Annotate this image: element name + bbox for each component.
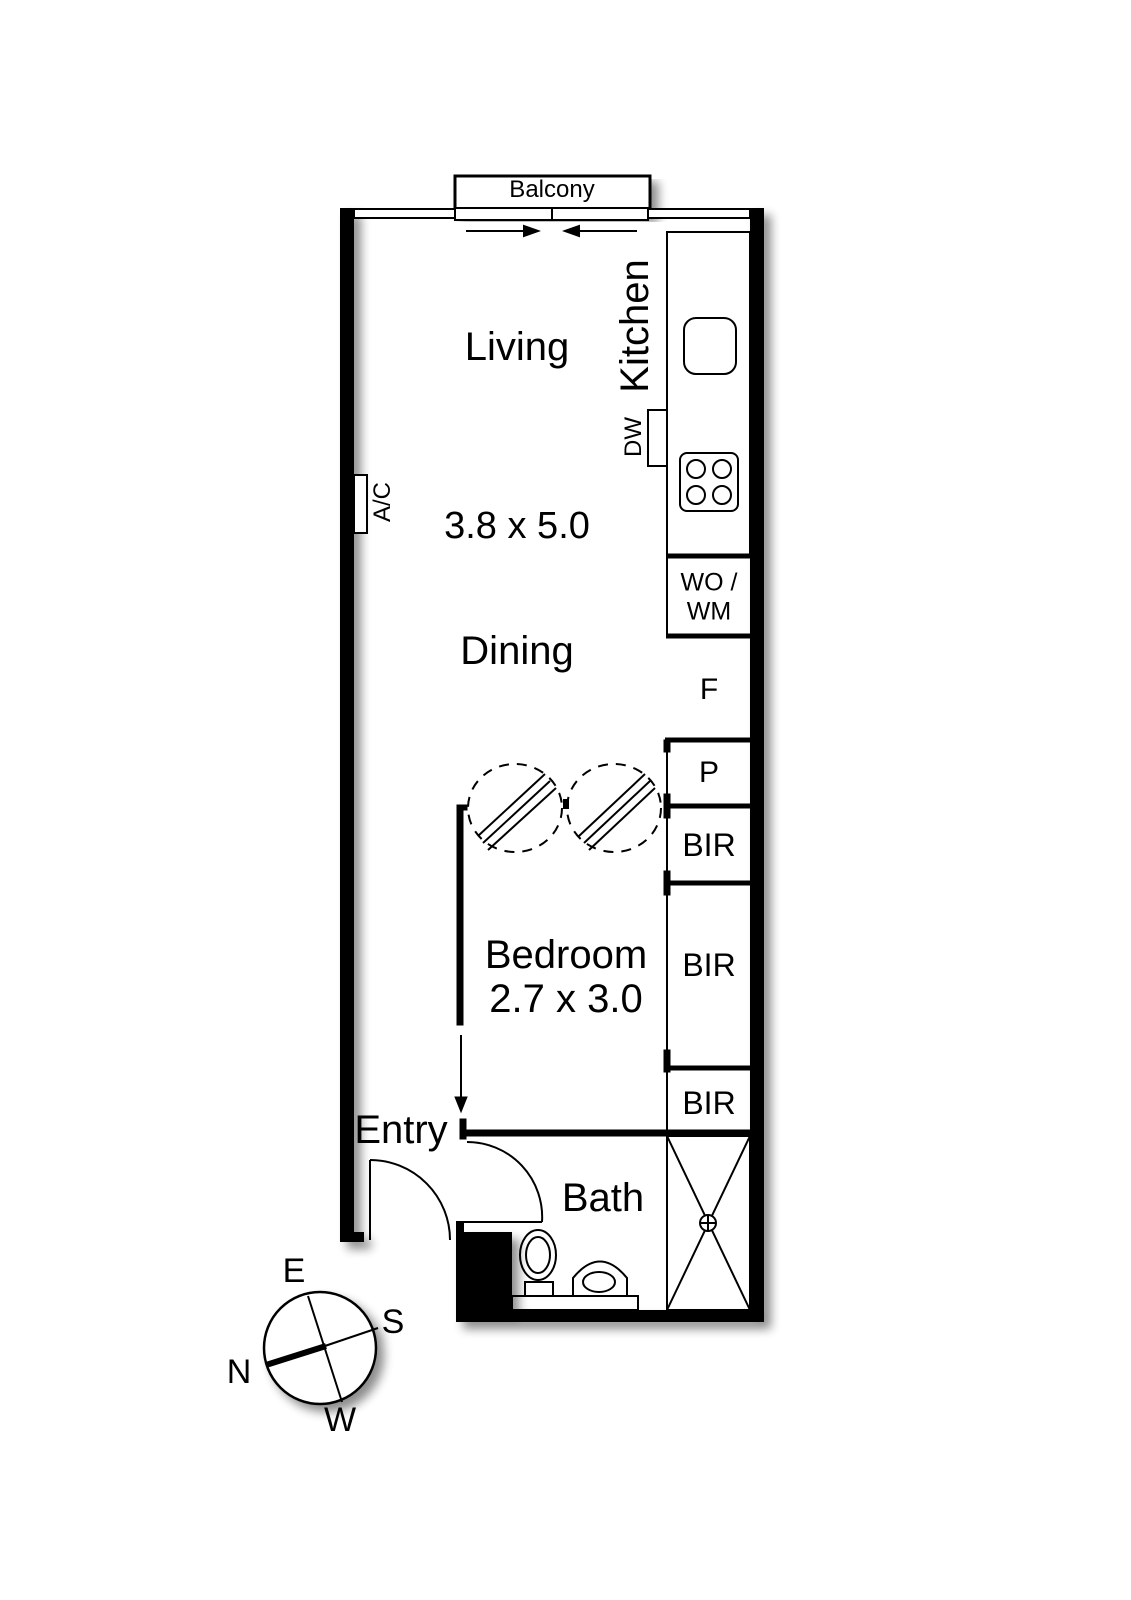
balcony-label: Balcony [509,176,595,203]
entry-label: Entry [354,1108,448,1152]
kitchen-bench [647,231,751,557]
aircon-unit [353,474,368,534]
dishwasher-label: DW [620,417,647,457]
compass-west-label: W [323,1401,357,1439]
wo-wm-label-line1: WO / [680,568,738,597]
living-label: Living [464,325,570,369]
living-dimensions: 3.8 x 5.0 [444,505,590,547]
laundry-storage [663,553,750,1135]
bir-label-1: BIR [682,827,736,863]
fridge-label: F [699,673,719,706]
cooktop-icon [679,452,739,512]
bath-label: Bath [561,1176,645,1220]
toilet-icon [519,1229,557,1281]
bath-fixtures [511,1135,751,1311]
bifold-doors [467,763,662,853]
bedroom-label: Bedroom [484,933,648,977]
entry-doors [369,1140,544,1241]
top-window [353,207,751,221]
shower [666,1135,751,1311]
basin-icon [572,1260,628,1296]
sink-icon [683,317,737,375]
compass-east-label: E [282,1252,306,1290]
bir-label-3: BIR [682,1085,736,1121]
compass-north-label: N [226,1353,252,1391]
bir-label-2: BIR [682,947,736,983]
pantry-label: P [698,756,720,789]
compass-south-label: S [381,1303,405,1341]
exterior-walls [340,208,764,1322]
bedroom-dimensions: 2.7 x 3.0 [489,977,643,1021]
wo-wm-label-line2: WM [686,597,732,626]
compass-icon [262,1290,379,1406]
kitchen-label: Kitchen [613,259,657,393]
dining-label: Dining [460,629,574,673]
bedroom-walls [454,804,751,1140]
sliding-door-arrows [466,224,637,238]
aircon-label: A/C [369,481,396,523]
dishwasher-icon [647,409,668,467]
